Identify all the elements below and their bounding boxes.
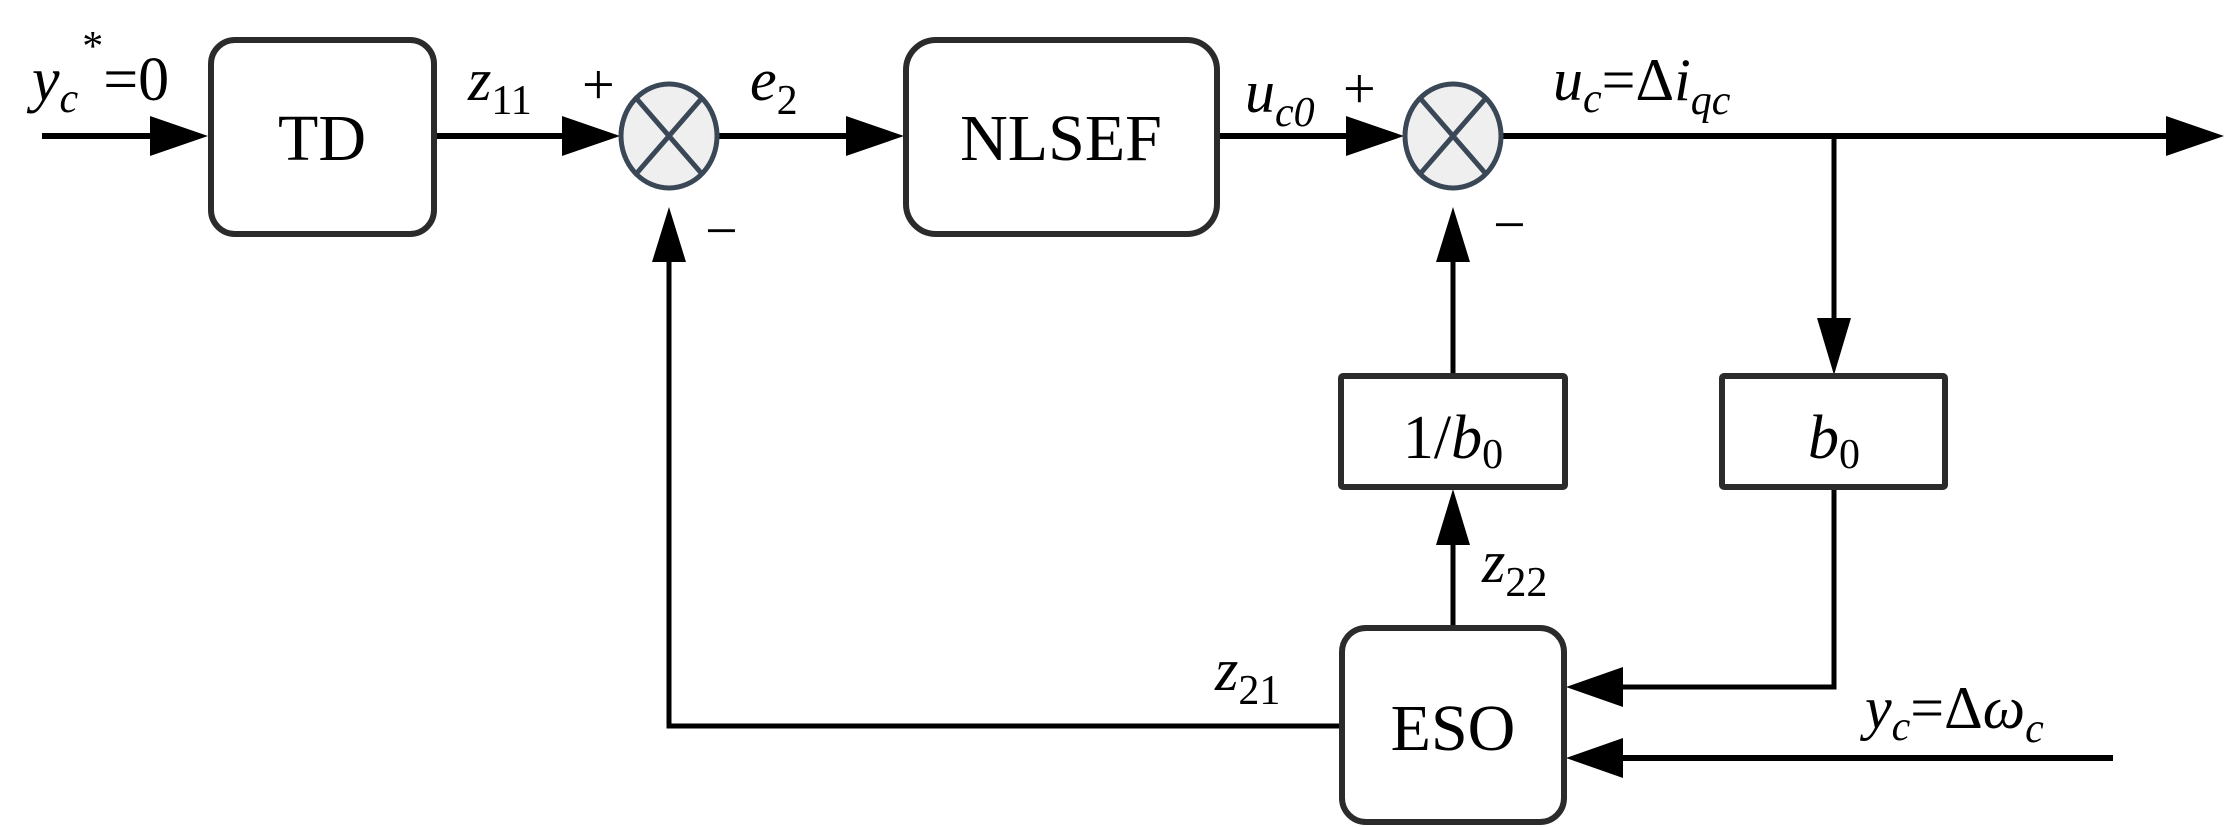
arrowhead-z22 [1436,489,1470,545]
arrowhead-j1-minus [652,207,686,262]
arrowhead-j2-minus [1436,207,1470,262]
nlsef-label: NLSEF [960,102,1162,175]
uc0-label: uc0 [1245,59,1315,136]
arrowhead-b0-eso [1566,667,1623,707]
nlsef-block [903,37,1220,237]
eso-block [1339,625,1567,825]
arrowhead-input [150,116,208,156]
summing-junction-2 [1402,81,1504,191]
wire-z21 [666,262,1341,729]
yc-label: yc=Δωc [1859,675,2044,752]
z11-label: z11 [467,47,532,124]
input-signal-label: yc*=0 [26,24,169,122]
wire-b0-eso [1623,488,1837,690]
junction2-plus-sign: + [1343,56,1376,121]
arrowhead-output [2166,116,2224,156]
junction1-minus-sign: − [705,198,738,263]
eso-label: ESO [1391,692,1516,765]
td-label: TD [278,102,366,175]
inv-b0-label: 1/b0 [1403,404,1503,478]
arrowhead-b0 [1817,318,1851,375]
b0-block [1719,373,1948,490]
arrowhead-e2 [846,116,904,156]
summing-junction-1 [618,81,720,191]
arrowhead-z11 [562,116,620,156]
junction1-plus-sign: + [582,52,615,117]
e2-label: e2 [750,47,798,124]
b0-label: b0 [1808,404,1860,478]
uc-label: uc=Δiqc [1553,47,1731,124]
z21-label: z21 [1214,637,1280,714]
junction2-minus-sign: − [1493,192,1526,257]
z22-label: z22 [1481,529,1547,606]
inv-b0-block [1338,373,1568,490]
arrowhead-yc [1566,738,1623,778]
td-block [208,37,437,237]
arrowhead-uc0 [1346,116,1404,156]
